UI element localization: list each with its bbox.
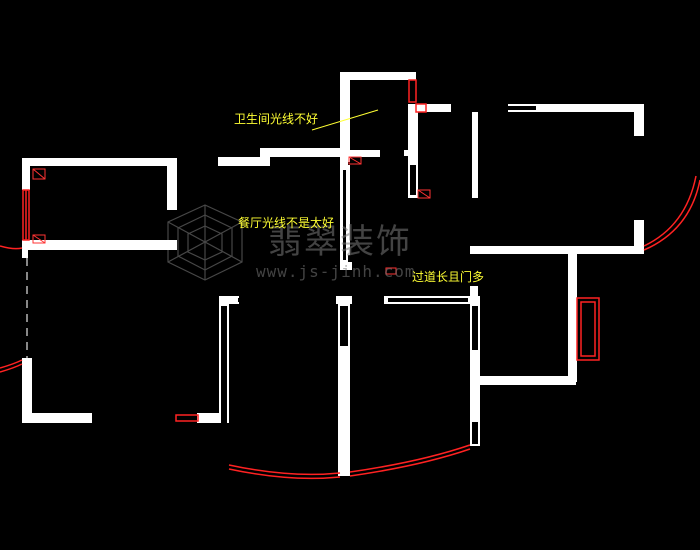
wall <box>340 72 416 80</box>
bathroom-note-leader <box>311 109 379 131</box>
wall <box>470 286 478 296</box>
wall <box>22 413 92 423</box>
wall <box>22 240 177 250</box>
bathroom-light-note: 卫生间光线不好 <box>234 112 319 126</box>
wall <box>340 72 350 162</box>
corridor-note: 过道长且门多 <box>412 270 485 284</box>
wall <box>260 148 346 157</box>
window-arc-right <box>643 179 700 251</box>
wall <box>197 413 229 423</box>
wall <box>218 157 270 166</box>
wall <box>22 250 28 258</box>
window-arc-bottom <box>228 464 341 476</box>
dining-light-note: 餐厅光线不是太好 <box>238 216 335 230</box>
window-left-edge <box>0 359 23 369</box>
watermark-url: www.js-jinh.com <box>256 262 416 281</box>
wall <box>408 104 418 162</box>
window-bath-vent <box>415 103 427 113</box>
window-lower-left <box>175 414 199 422</box>
watermark-logo <box>167 204 243 281</box>
wall <box>219 296 239 304</box>
watermark-chinese: 翡翠装饰 <box>268 222 412 262</box>
wall <box>22 158 30 190</box>
wall <box>416 104 451 112</box>
wall <box>340 262 352 270</box>
wall <box>346 165 350 255</box>
wall <box>470 246 644 254</box>
wall <box>508 104 643 112</box>
wall <box>404 150 410 156</box>
fixtures <box>32 156 431 275</box>
wall <box>634 104 644 136</box>
wall <box>340 150 380 157</box>
wall <box>22 358 32 420</box>
wall <box>472 112 478 198</box>
wall-openings <box>92 106 536 444</box>
window-bay-right <box>576 297 600 361</box>
wall <box>470 296 480 446</box>
wall <box>167 158 177 210</box>
wall <box>476 376 576 385</box>
window-bath <box>408 79 417 103</box>
wall <box>568 252 577 382</box>
wall <box>634 220 644 254</box>
wall <box>22 158 177 166</box>
windows <box>0 79 700 480</box>
wall <box>470 246 476 252</box>
